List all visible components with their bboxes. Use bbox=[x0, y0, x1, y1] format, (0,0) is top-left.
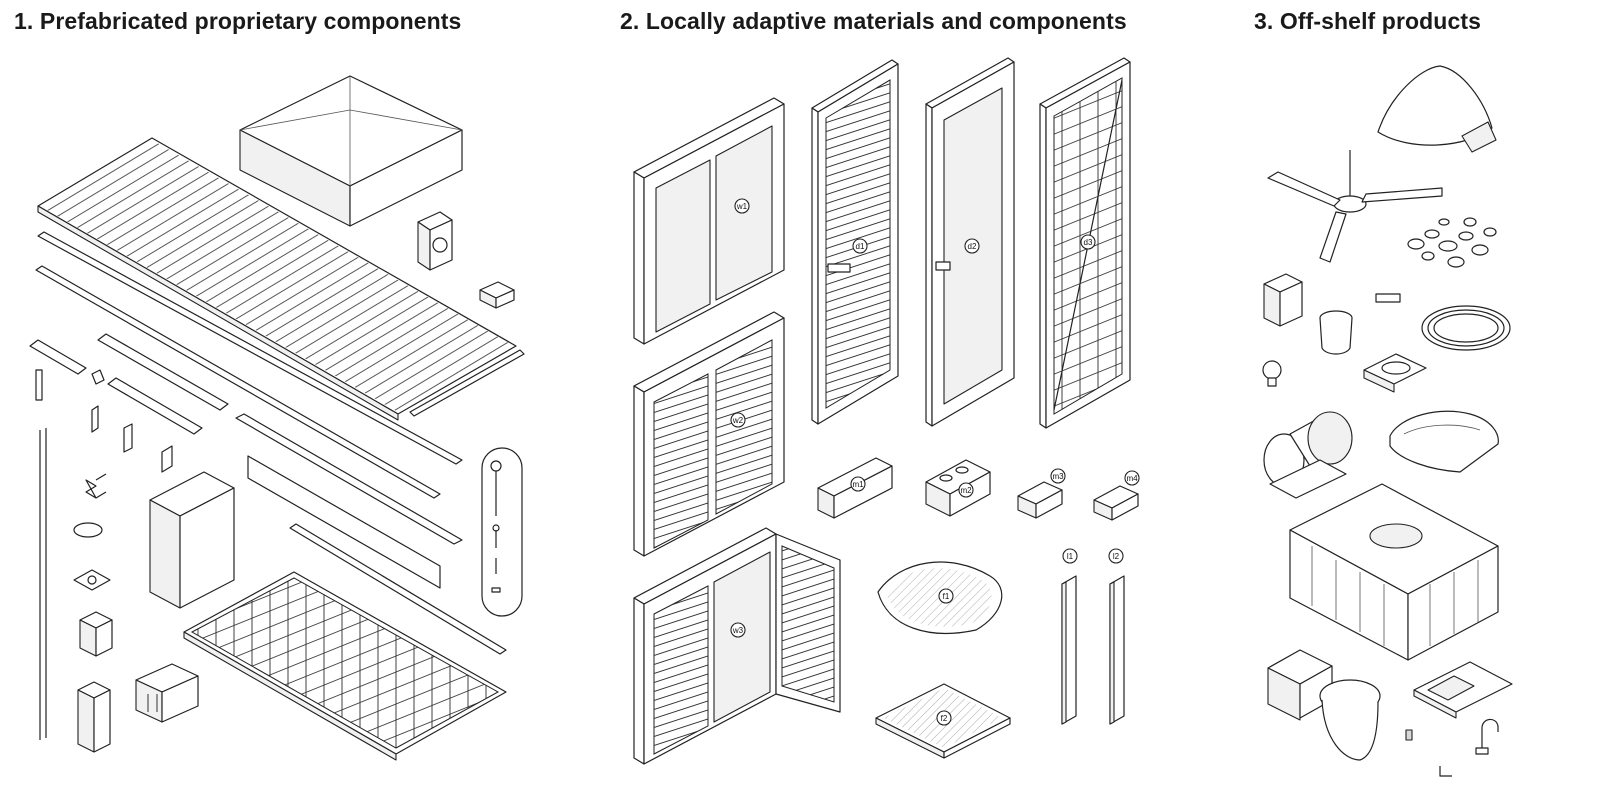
svg-text:m4: m4 bbox=[1126, 474, 1138, 483]
inverter-drawing bbox=[149, 471, 235, 609]
tag-w1: w1 bbox=[734, 198, 750, 214]
tag-w2: w2 bbox=[730, 412, 746, 428]
tag-f1: f1 bbox=[938, 588, 954, 604]
window-w2-drawing bbox=[633, 311, 785, 557]
paint-bucket-drawing bbox=[1319, 293, 1401, 355]
tag-m4: m4 bbox=[1124, 470, 1140, 486]
water-tank-drawing bbox=[1289, 483, 1499, 661]
svg-text:w2: w2 bbox=[732, 416, 744, 425]
toilet-drawing bbox=[1267, 649, 1381, 761]
rails-drawing bbox=[35, 231, 525, 655]
tag-m3: m3 bbox=[1050, 468, 1066, 484]
svg-text:m1: m1 bbox=[852, 480, 864, 489]
wash-basin-drawing bbox=[1363, 353, 1427, 393]
section-1-drawings bbox=[29, 75, 525, 761]
tag-f2: f2 bbox=[936, 710, 952, 726]
tag-d1: d1 bbox=[852, 238, 868, 254]
solar-panel-drawing bbox=[183, 571, 507, 761]
roof-sheet-drawing bbox=[37, 137, 517, 421]
kitchen-sink-drawing bbox=[1413, 661, 1513, 719]
roof-cap-drawing bbox=[239, 75, 463, 227]
tag-l2: l2 bbox=[1108, 548, 1124, 564]
tag-m1: m1 bbox=[850, 476, 866, 492]
svg-text:m3: m3 bbox=[1052, 472, 1064, 481]
block-m3-drawing bbox=[1017, 481, 1063, 519]
lintel-l2-drawing bbox=[1109, 575, 1125, 725]
battery-drawing bbox=[135, 663, 199, 723]
svg-text:d2: d2 bbox=[968, 242, 977, 251]
blocks-drawing bbox=[77, 611, 113, 753]
svg-text:f1: f1 bbox=[943, 592, 950, 601]
gravel-drawing bbox=[1407, 217, 1497, 268]
svg-text:f2: f2 bbox=[941, 714, 948, 723]
svg-text:m2: m2 bbox=[960, 486, 972, 495]
tag-w3: w3 bbox=[730, 622, 746, 638]
section-2-drawings bbox=[633, 57, 1139, 765]
ceiling-fan-drawing bbox=[1267, 150, 1443, 263]
section-title-locally-adaptive: 2. Locally adaptive materials and compon… bbox=[620, 8, 1127, 34]
section-title-off-shelf: 3. Off-shelf products bbox=[1254, 8, 1482, 34]
block-m4-drawing bbox=[1093, 485, 1139, 521]
block-m2-drawing bbox=[925, 459, 991, 517]
block-m1-drawing bbox=[817, 457, 893, 519]
svg-text:w3: w3 bbox=[732, 626, 744, 635]
brackets-drawing bbox=[35, 369, 173, 740]
tag-d2: d2 bbox=[964, 238, 980, 254]
tag-d3: d3 bbox=[1080, 234, 1096, 250]
tap-drawing bbox=[1405, 718, 1499, 777]
channels-drawing bbox=[29, 333, 229, 435]
jerrycan-drawing bbox=[1263, 273, 1303, 327]
dome-cover-drawing bbox=[1389, 410, 1499, 473]
section-3-drawings bbox=[1262, 65, 1513, 777]
svg-text:w1: w1 bbox=[736, 202, 748, 211]
hose-coil-drawing bbox=[1421, 305, 1511, 351]
svg-text:l1: l1 bbox=[1067, 552, 1074, 561]
svg-text:d1: d1 bbox=[856, 242, 865, 251]
hardware-kit-drawing bbox=[481, 447, 523, 617]
tag-l1: l1 bbox=[1062, 548, 1078, 564]
water-pump-drawing bbox=[1263, 411, 1353, 499]
tarp-drawing bbox=[1377, 65, 1497, 153]
lintel-l1-drawing bbox=[1061, 575, 1077, 725]
tag-m2: m2 bbox=[958, 482, 974, 498]
window-w1-drawing bbox=[633, 97, 785, 345]
svg-text:d3: d3 bbox=[1084, 238, 1093, 247]
switch-drawing bbox=[417, 211, 515, 309]
svg-text:l2: l2 bbox=[1113, 552, 1120, 561]
light-bulb-drawing bbox=[1262, 360, 1282, 387]
section-title-prefabricated: 1. Prefabricated proprietary components bbox=[14, 8, 462, 34]
window-w3-drawing bbox=[633, 527, 841, 765]
